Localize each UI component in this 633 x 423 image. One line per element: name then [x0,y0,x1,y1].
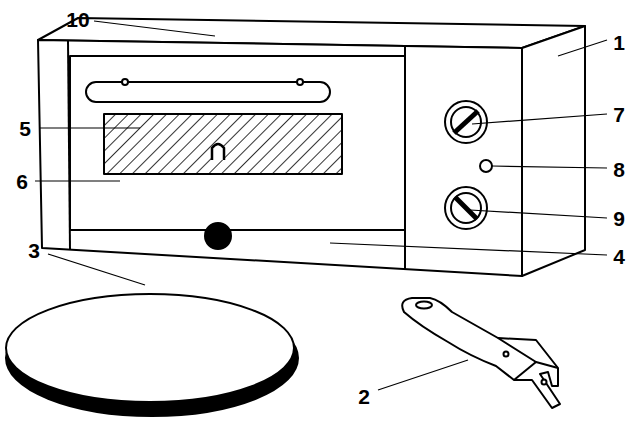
leader-line [558,40,607,56]
leader-line [48,254,145,285]
leader-line [378,360,468,390]
bottom-band [70,229,405,231]
leader-line [472,114,607,124]
oven-side [522,26,585,276]
handle-pin [122,79,128,85]
callout-number: 7 [613,104,625,125]
oven-front [38,40,522,276]
callout-number: 4 [613,246,625,267]
window-clip [212,144,224,160]
knob-pointer [455,197,477,219]
handle-edge [514,362,536,380]
knob-ring [451,107,481,137]
callout-number: 5 [19,118,31,139]
callout-number: 9 [613,208,625,229]
callout-number: 2 [358,386,370,407]
temperature-knob [445,101,487,143]
callout-number: 10 [66,9,89,30]
knob-ring [451,193,481,223]
handle-rivet [504,352,509,357]
indicator-light [480,160,492,172]
callout-number: 8 [613,159,625,180]
door-knob [205,223,231,249]
leader-line [330,243,607,255]
leader-line [94,21,215,36]
timer-knob [445,187,487,229]
handle-hole [416,302,432,309]
callout-number: 6 [16,171,28,192]
leader-line [35,180,120,181]
knob-pointer [454,111,478,133]
handle-pin [297,79,303,85]
callout-number: 1 [613,32,625,53]
leader-line [470,210,607,218]
callout-number: 3 [28,240,40,261]
leader-line [40,127,140,128]
handle-rivet [542,380,547,385]
oven-door [70,56,405,230]
door-window [104,114,342,174]
leader-line [492,166,607,168]
stone-handle [402,298,560,408]
pizza-stone [6,294,294,402]
handle-edge [498,338,558,368]
